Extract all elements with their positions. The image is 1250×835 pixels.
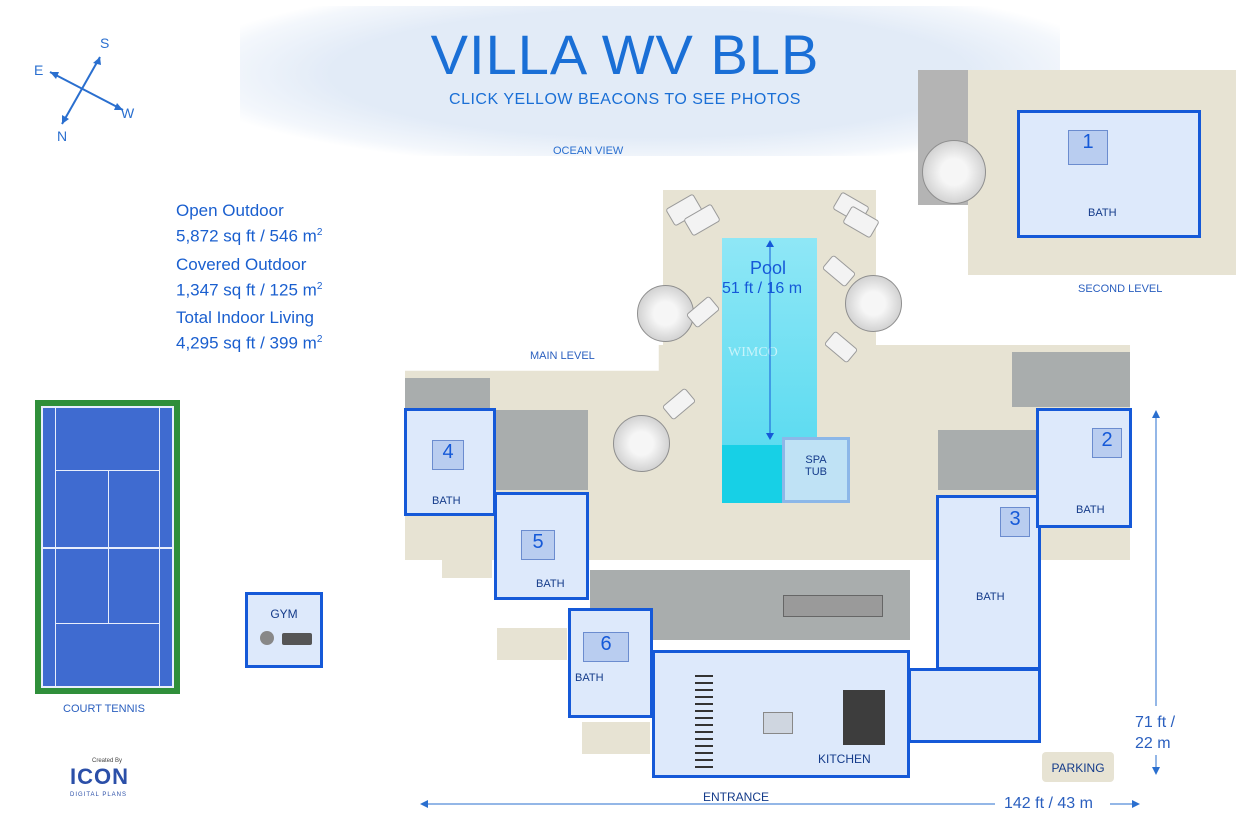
second-level-bath: BATH xyxy=(1088,207,1117,219)
bedroom-2-bath: BATH xyxy=(1076,504,1105,516)
entrance-label: ENTRANCE xyxy=(703,790,770,804)
bedroom-3-bath: BATH xyxy=(976,591,1005,603)
compass-n: N xyxy=(57,128,68,144)
bedroom-5-badge[interactable]: 5 xyxy=(521,530,555,560)
second-level-suite[interactable] xyxy=(1017,110,1201,238)
tub-label: TUB xyxy=(805,466,827,478)
width-dimension-arrow-icon xyxy=(420,800,1140,808)
parking-label: PARKING xyxy=(1051,761,1105,775)
parking-area: PARKING xyxy=(1042,752,1114,782)
credit-sub: DIGITAL PLANS xyxy=(70,792,128,798)
bedroom-5-number: 5 xyxy=(532,531,544,553)
depth-dimension-m: 22 m xyxy=(1135,735,1171,752)
gym-room[interactable]: GYM xyxy=(245,592,323,668)
bedroom-4-badge[interactable]: 4 xyxy=(432,440,464,470)
dining-table xyxy=(783,595,883,617)
stat-covered-value: 1,347 sq ft / 125 m2 xyxy=(176,280,323,300)
pool-label: Pool xyxy=(750,258,787,278)
bedroom-2-badge[interactable]: 2 xyxy=(1092,428,1122,458)
compass-icon xyxy=(49,56,124,125)
pool-size: 51 ft / 16 m xyxy=(722,280,803,297)
bedroom-6-number: 6 xyxy=(600,633,612,655)
bedroom-5-bath: BATH xyxy=(536,578,565,590)
treadmill-icon xyxy=(282,633,312,645)
credit-created-by: Created By xyxy=(92,758,123,764)
kitchen-island xyxy=(843,690,885,745)
umbrella-icon xyxy=(637,285,694,342)
bedroom-6-badge[interactable]: 6 xyxy=(583,632,629,662)
compass-e: E xyxy=(34,62,44,78)
stat-indoor-label: Total Indoor Living xyxy=(176,308,314,328)
stat-covered-label: Covered Outdoor xyxy=(176,254,307,274)
second-level-label: SECOND LEVEL xyxy=(1078,283,1163,295)
area-stats: Open Outdoor 5,872 sq ft / 546 m2 Covere… xyxy=(176,200,322,355)
pool-length-arrow-icon xyxy=(766,240,774,440)
covered-left-2 xyxy=(495,410,588,490)
spa-pool-zone xyxy=(722,445,782,503)
sofa-icon xyxy=(763,712,793,734)
umbrella-icon xyxy=(613,415,670,472)
stat-indoor-value: 4,295 sq ft / 399 m2 xyxy=(176,333,323,353)
tennis-court xyxy=(35,400,180,694)
credit-brand-logo: ICON xyxy=(70,764,129,789)
spa-label: SPA xyxy=(805,454,827,466)
page-title: VILLA WV BLB xyxy=(430,23,820,86)
gym-label: GYM xyxy=(270,607,298,621)
umbrella-icon xyxy=(922,140,986,204)
utility-rooms[interactable] xyxy=(908,668,1041,743)
bedroom-4[interactable] xyxy=(404,408,496,516)
bedroom-6-outdoor-shower xyxy=(582,722,650,754)
stat-open-label: Open Outdoor xyxy=(176,201,284,220)
covered-right-2 xyxy=(1012,352,1130,407)
tennis-label: COURT TENNIS xyxy=(63,703,145,715)
width-dimension: 142 ft / 43 m xyxy=(1004,795,1093,812)
covered-right xyxy=(938,430,1038,490)
bedroom-2-number: 2 xyxy=(1101,429,1113,451)
depth-dimension-arrow-icon xyxy=(1152,410,1160,775)
umbrella-icon xyxy=(845,275,902,332)
compass-s: S xyxy=(100,35,110,51)
page-subtitle: CLICK YELLOW BEACONS TO SEE PHOTOS xyxy=(449,91,801,108)
bedroom-4-number: 4 xyxy=(442,441,454,463)
stair-icon xyxy=(695,675,713,770)
bedroom-5-outdoor-shower xyxy=(497,628,567,660)
bedroom-1-number: 1 xyxy=(1082,131,1094,153)
depth-dimension-ft: 71 ft / xyxy=(1135,714,1176,731)
bedroom-6-bath: BATH xyxy=(575,672,604,684)
covered-left xyxy=(405,378,490,408)
main-level-label: MAIN LEVEL xyxy=(530,350,595,362)
compass-w: W xyxy=(121,105,135,121)
spa-tub[interactable]: SPA TUB xyxy=(782,437,850,503)
bedroom-6[interactable] xyxy=(568,608,653,718)
stat-open-value: 5,872 sq ft / 546 m2 xyxy=(176,226,323,246)
gym-equipment-icon xyxy=(260,631,274,645)
bedroom-3-badge[interactable]: 3 xyxy=(1000,507,1030,537)
pool-watermark: WIMCO xyxy=(728,345,778,360)
bedroom-4-outdoor-shower xyxy=(442,550,492,578)
bedroom-3-number: 3 xyxy=(1009,508,1021,530)
bedroom-1-badge[interactable]: 1 xyxy=(1068,130,1108,165)
bedroom-3[interactable] xyxy=(936,495,1041,670)
ocean-view-label: OCEAN VIEW xyxy=(553,145,624,157)
kitchen-label: KITCHEN xyxy=(818,752,871,766)
bedroom-4-bath: BATH xyxy=(432,495,461,507)
